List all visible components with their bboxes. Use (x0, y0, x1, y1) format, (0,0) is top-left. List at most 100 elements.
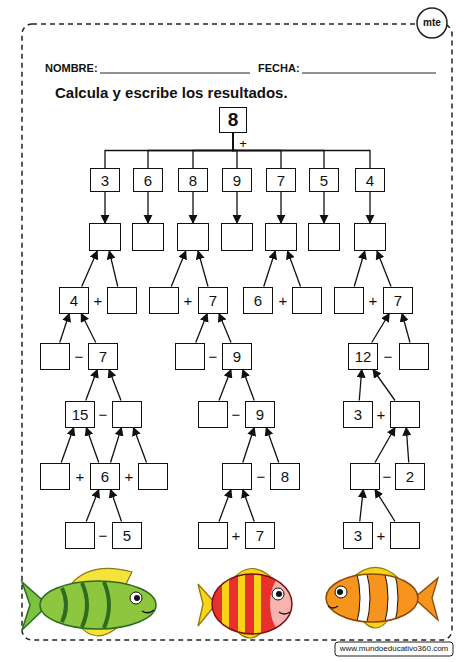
arrow-line (111, 490, 122, 522)
number-box: 8 (270, 463, 300, 490)
number-box: 3 (343, 522, 373, 549)
arrow-line (171, 251, 186, 287)
answer-box (334, 287, 364, 314)
operator-sign: − (209, 349, 218, 364)
number-box: 2 (395, 463, 425, 490)
number-box: 4 (355, 168, 385, 192)
tree-line (233, 133, 281, 168)
arrow-line (219, 370, 231, 401)
arrow-line (243, 490, 255, 522)
operator-sign: − (257, 469, 266, 484)
box-number: 9 (233, 172, 241, 189)
arrow-line (86, 490, 99, 522)
box-number: 4 (70, 292, 78, 309)
arrow-line (323, 192, 324, 223)
arrow-line (369, 192, 370, 223)
tree-line (193, 133, 233, 168)
arrow-line (360, 490, 364, 522)
box-number: 5 (123, 527, 131, 544)
arrow-line (280, 192, 281, 223)
number-box: 9 (222, 168, 252, 192)
arrow-line (402, 314, 410, 343)
arrow-line (373, 370, 395, 401)
arrow-line (196, 314, 208, 343)
footer-scroll (335, 642, 453, 656)
answer-box (265, 223, 297, 251)
answer-box (308, 223, 340, 251)
number-box: 7 (245, 522, 275, 549)
name-field-label: NOMBRE: (45, 63, 98, 74)
box-number: 6 (101, 468, 109, 485)
box-number: 8 (189, 172, 197, 189)
fish-body (40, 581, 156, 629)
box-number: 2 (406, 468, 414, 485)
number-box: 7 (383, 287, 413, 314)
arrow-line (243, 370, 255, 401)
operator-sign: + (279, 293, 288, 308)
arrow-line (375, 428, 395, 463)
number-box: 15 (65, 401, 95, 428)
arrow-line (109, 251, 118, 287)
arrow-line (219, 314, 231, 343)
tree-line (233, 133, 370, 168)
green-fish (22, 568, 156, 635)
answer-box (138, 463, 168, 490)
number-box: 6 (243, 287, 273, 314)
number-box: 8 (219, 107, 247, 133)
arrow-line (109, 370, 121, 401)
box-number: 7 (394, 292, 402, 309)
arrow-line (111, 428, 122, 463)
answer-box (354, 223, 386, 251)
operator-sign: − (75, 349, 84, 364)
box-number: 9 (233, 348, 241, 365)
operator-sign: − (384, 349, 393, 364)
operator-sign: + (377, 528, 386, 543)
number-box: 3 (90, 168, 120, 192)
fish-stripe (254, 570, 261, 640)
fish-mouth (142, 610, 154, 613)
operator-sign: − (383, 469, 392, 484)
arrow-line (104, 192, 105, 223)
answer-box (198, 522, 228, 549)
arrow-line (60, 314, 70, 343)
box-number: 12 (355, 348, 372, 365)
name-line (100, 73, 250, 74)
answer-box (390, 522, 420, 549)
number-box: 4 (59, 287, 89, 314)
date-field-label: FECHA: (258, 63, 300, 74)
answer-box (175, 343, 205, 370)
number-box: 9 (245, 401, 275, 428)
fish-eye (272, 588, 284, 600)
arrow-line (359, 370, 362, 401)
answer-box (65, 522, 95, 549)
answer-box (112, 401, 142, 428)
box-number: 8 (281, 468, 289, 485)
fish-stripe (104, 582, 109, 628)
arrow-line (264, 251, 276, 287)
fish-outline (326, 574, 418, 622)
answer-box (149, 287, 179, 314)
answer-box (177, 223, 209, 251)
arrow-line (372, 314, 390, 343)
arrow-line (147, 192, 148, 223)
tree-line (233, 133, 324, 168)
box-number: 7 (99, 348, 107, 365)
arrow-line (243, 428, 255, 463)
tree-line (148, 133, 233, 168)
number-box: 7 (198, 287, 228, 314)
operator-sign: − (99, 528, 108, 543)
fish-pupil (337, 589, 343, 595)
fish-eye (335, 586, 347, 598)
dashed-border (22, 24, 452, 640)
fish-eye (130, 592, 142, 604)
arrow-line (288, 251, 301, 287)
operator-sign: + (125, 469, 134, 484)
answer-box (89, 223, 121, 251)
number-box: 5 (112, 522, 142, 549)
arrow-line (236, 192, 237, 223)
fish-stripe (384, 570, 398, 626)
operator-sign: − (99, 407, 108, 422)
fish-pupil (134, 595, 140, 601)
logo-circle (417, 8, 447, 38)
